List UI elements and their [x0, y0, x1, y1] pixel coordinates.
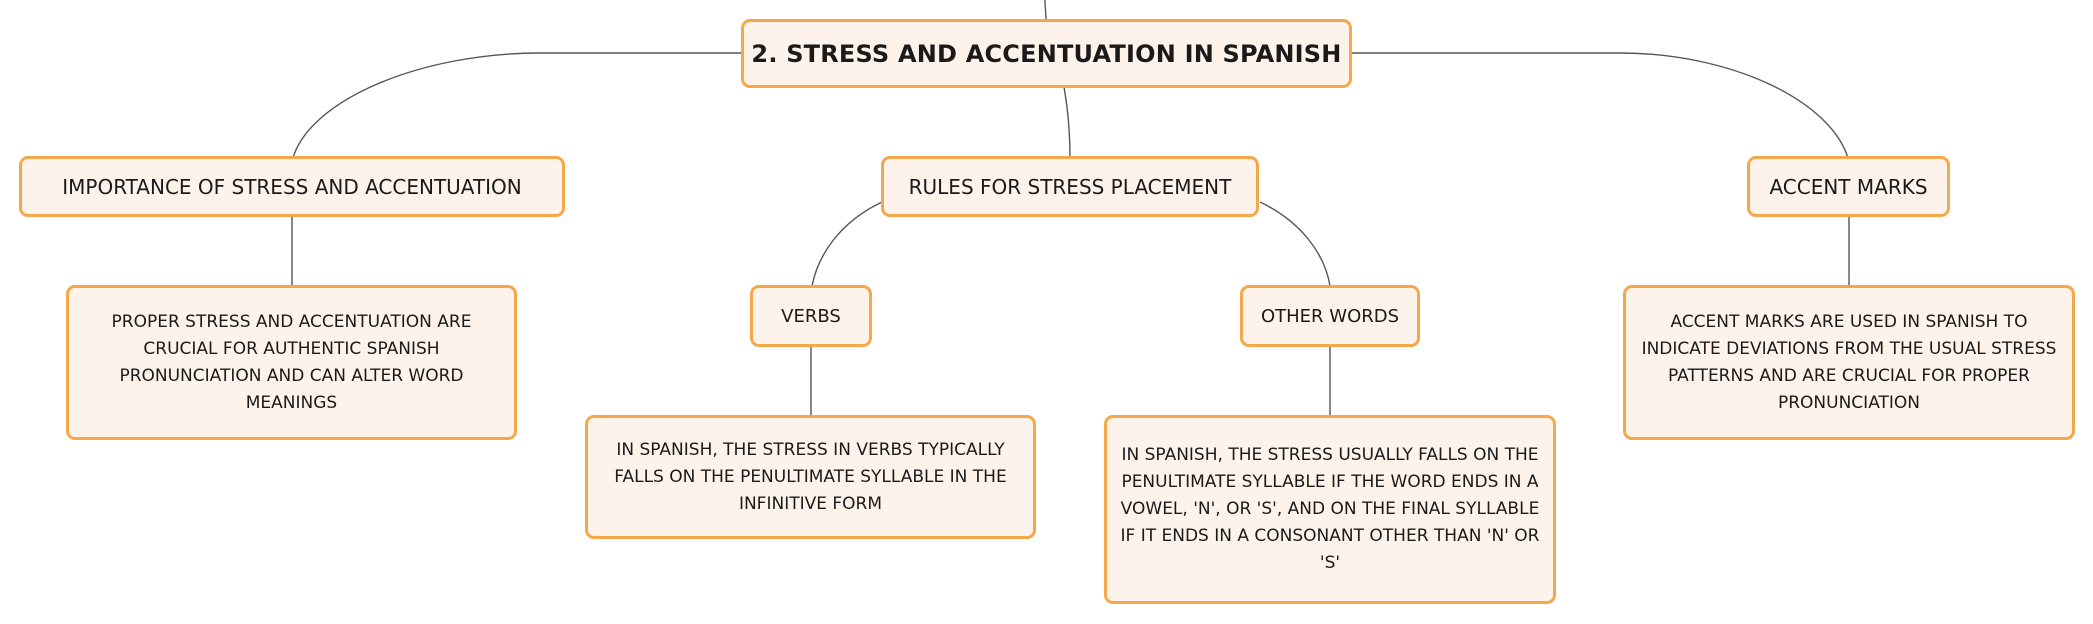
root-topic-node[interactable]: 2. STRESS AND ACCENTUATION IN SPANISH	[741, 19, 1352, 88]
connector-root-importance	[292, 52, 742, 159]
root-topic-label: 2. STRESS AND ACCENTUATION IN SPANISH	[751, 39, 1342, 68]
accent-marks-detail-text: ACCENT MARKS ARE USED IN SPANISH TO INDI…	[1641, 311, 2057, 413]
rules-topic-label: RULES FOR STRESS PLACEMENT	[908, 174, 1232, 199]
connector-rules-verbs	[811, 201, 883, 287]
connector-rules-other	[1259, 201, 1331, 287]
rules-topic-node[interactable]: RULES FOR STRESS PLACEMENT	[881, 156, 1259, 217]
other-words-subtopic-label: OTHER WORDS	[1260, 305, 1400, 327]
accent-marks-detail-node[interactable]: ACCENT MARKS ARE USED IN SPANISH TO INDI…	[1623, 285, 2075, 440]
verbs-detail-text: IN SPANISH, THE STRESS IN VERBS TYPICALL…	[614, 439, 1007, 514]
other-words-subtopic-node[interactable]: OTHER WORDS	[1240, 285, 1420, 347]
other-words-detail-text: IN SPANISH, THE STRESS USUALLY FALLS ON …	[1120, 445, 1540, 573]
importance-topic-label: IMPORTANCE OF STRESS AND ACCENTUATION	[62, 174, 522, 199]
accent-marks-topic-label: ACCENT MARKS	[1769, 174, 1928, 199]
connector-root-rules	[1063, 86, 1071, 159]
importance-detail-node[interactable]: PROPER STRESS AND ACCENTUATION ARE CRUCI…	[66, 285, 517, 440]
accent-marks-topic-node[interactable]: ACCENT MARKS	[1747, 156, 1950, 217]
verbs-detail-node[interactable]: IN SPANISH, THE STRESS IN VERBS TYPICALL…	[585, 415, 1036, 539]
other-words-detail-node[interactable]: IN SPANISH, THE STRESS USUALLY FALLS ON …	[1104, 415, 1556, 604]
connector-root-accent	[1351, 52, 1849, 159]
connector-root-parent	[1044, 0, 1047, 21]
verbs-subtopic-node[interactable]: VERBS	[750, 285, 872, 347]
verbs-subtopic-label: VERBS	[781, 305, 841, 327]
importance-detail-text: PROPER STRESS AND ACCENTUATION ARE CRUCI…	[111, 311, 472, 413]
importance-topic-node[interactable]: IMPORTANCE OF STRESS AND ACCENTUATION	[19, 156, 565, 217]
